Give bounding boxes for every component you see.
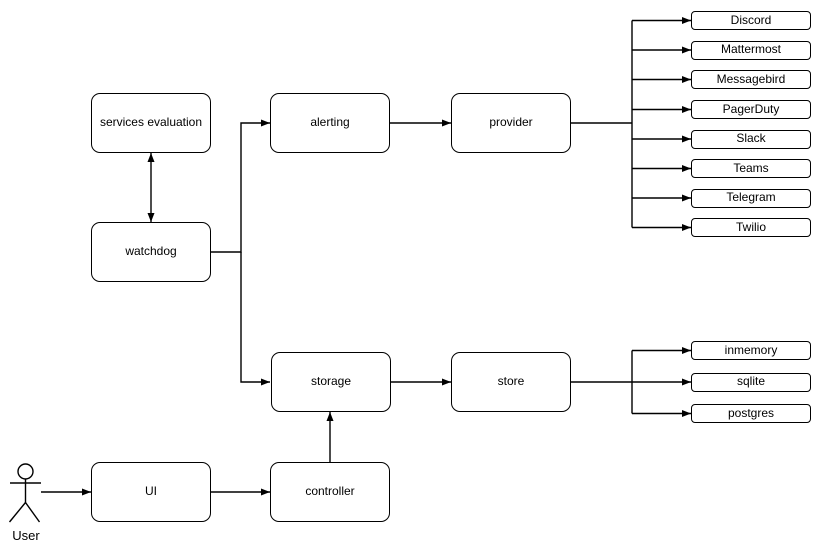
- actor-head: [17, 463, 34, 480]
- node-provider-slack: Slack: [691, 129, 811, 149]
- node-store-sqlite: sqlite: [691, 372, 811, 392]
- node-provider-twilio: Twilio: [691, 218, 811, 237]
- node-label: Discord: [730, 12, 772, 27]
- node-provider-teams: Teams: [691, 159, 811, 178]
- node-provider-mattermost: Mattermost: [691, 40, 811, 60]
- node-label: Telegram: [726, 190, 776, 205]
- edge-watchdog-storage: [240, 252, 270, 386]
- node-label: Slack: [736, 131, 766, 146]
- node-watchdog: watchdog: [91, 222, 211, 282]
- node-store-inmemory: inmemory: [691, 341, 811, 360]
- actor-right-leg: [24, 502, 41, 523]
- node-provider-discord: Discord: [691, 11, 811, 30]
- node-label: sqlite: [736, 374, 765, 389]
- node-label: Teams: [733, 160, 769, 175]
- node-label: inmemory: [724, 342, 778, 357]
- node-label: Messagebird: [716, 71, 786, 86]
- node-controller: controller: [270, 462, 390, 522]
- user-actor-icon: [8, 463, 41, 523]
- node-label: UI: [145, 484, 157, 499]
- node-alerting: alerting: [270, 93, 390, 153]
- node-ui: UI: [91, 462, 211, 522]
- node-label: alerting: [310, 115, 350, 130]
- node-provider-telegram: Telegram: [691, 188, 811, 208]
- node-label: watchdog: [125, 244, 177, 259]
- node-label: provider: [489, 115, 533, 130]
- node-label: postgres: [727, 405, 775, 420]
- node-storage: storage: [271, 352, 391, 412]
- node-label: PagerDuty: [722, 101, 780, 116]
- node-label: controller: [305, 484, 355, 499]
- node-label: services evaluation: [99, 115, 203, 130]
- actor-left-leg: [8, 502, 27, 523]
- node-label: store: [497, 374, 525, 389]
- node-store-postgres: postgres: [691, 404, 811, 423]
- user-actor-label: User: [12, 528, 40, 543]
- node-label: Twilio: [735, 219, 766, 234]
- node-provider-messagebird: Messagebird: [691, 70, 811, 89]
- node-provider-pagerduty: PagerDuty: [691, 100, 811, 119]
- node-store: store: [451, 352, 571, 412]
- node-label: storage: [310, 374, 352, 389]
- node-services-evaluation: services evaluation: [91, 93, 211, 153]
- node-provider: provider: [451, 93, 571, 153]
- edge-watchdog-alerting: [211, 119, 270, 253]
- node-label: Mattermost: [720, 42, 781, 57]
